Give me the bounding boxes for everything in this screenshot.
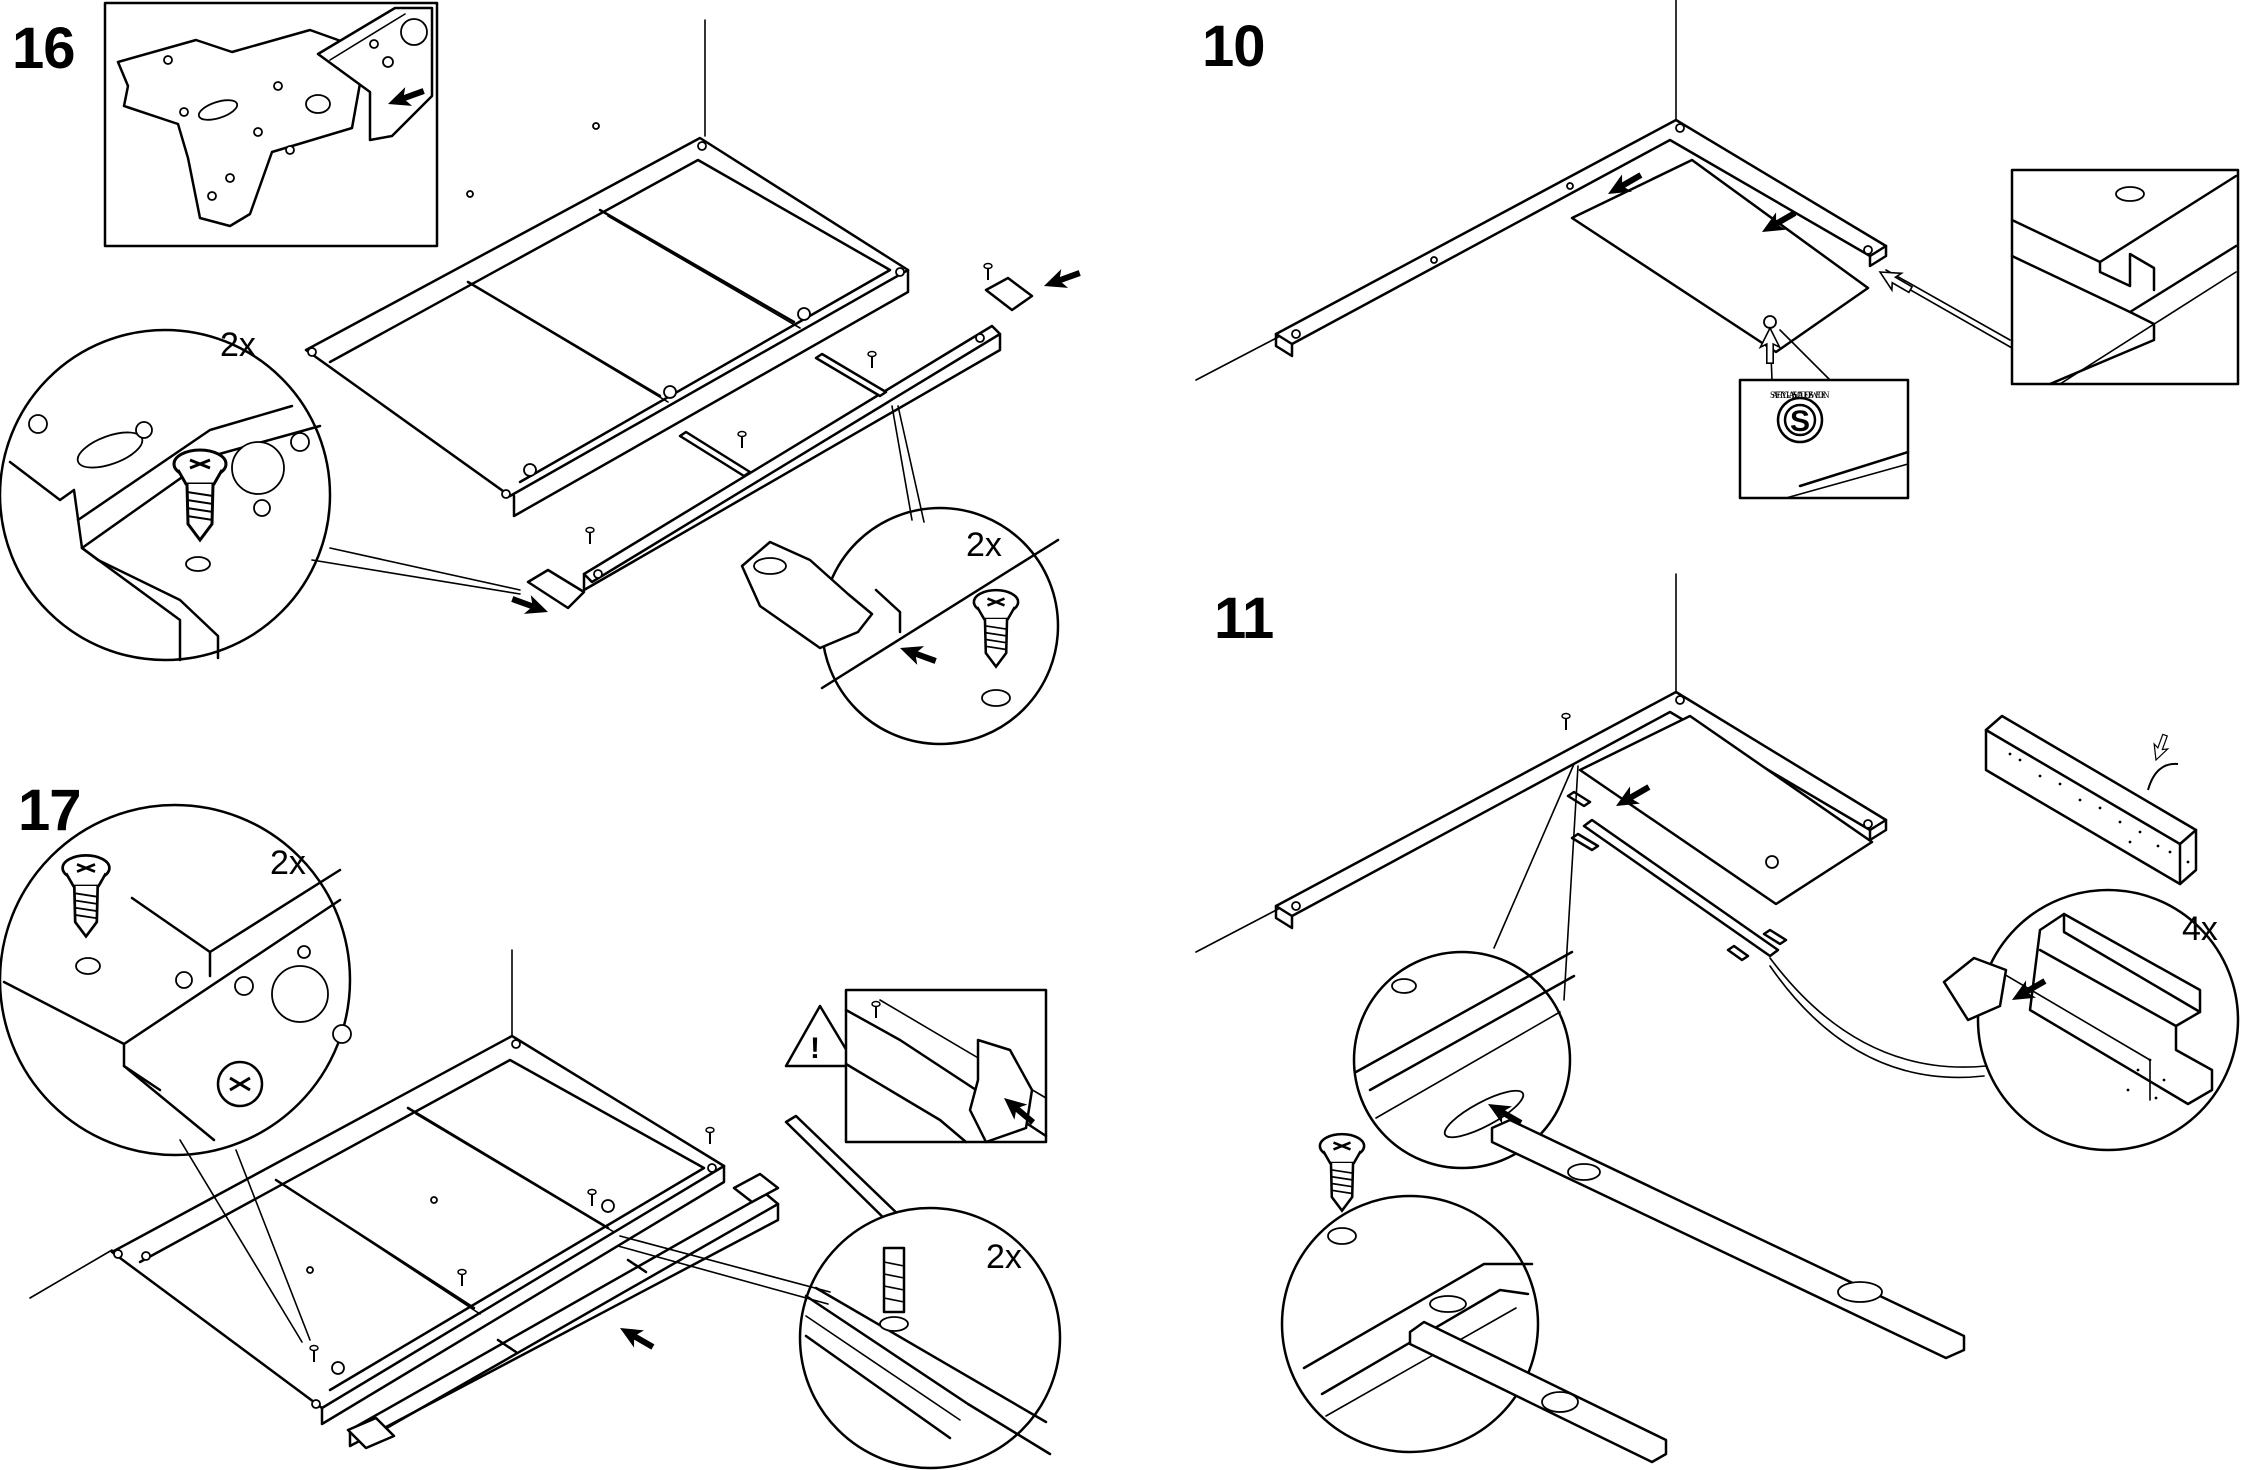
quantity-label: 4x xyxy=(2182,910,2218,948)
detail-circle-gasket-channel: 4x xyxy=(1769,888,2240,1152)
inset-bracket-detail xyxy=(103,1,439,248)
step-11: 11 xyxy=(1195,573,2240,1464)
detail-circle-slot xyxy=(1352,763,1579,1170)
hand-icon xyxy=(968,1038,1034,1144)
frame-assembly xyxy=(304,122,1084,622)
step-10: 10 S SAFETY GLA xyxy=(1195,0,2240,500)
detail-circle-screw-bracket: 2x xyxy=(0,326,521,662)
strip-detail xyxy=(1490,1118,1966,1360)
quantity-label: 2x xyxy=(966,526,1002,564)
step-17: 17 xyxy=(0,778,1062,1470)
step-number: 17 xyxy=(18,778,81,843)
safety-glass-inset: S SAFETY GLASS · MADE OF SWEDEN xyxy=(1738,327,1910,500)
detail-circle-rail-screw: 2x xyxy=(740,405,1060,746)
quantity-label: 2x xyxy=(986,1238,1022,1276)
glass-panel xyxy=(1570,158,1870,354)
warning-section: ! xyxy=(784,988,1048,1144)
channel-profile-inset xyxy=(1874,168,2240,386)
rail-frame xyxy=(1274,690,1888,962)
rail-frame xyxy=(1274,118,1888,358)
safety-glass-letter: S xyxy=(1790,405,1810,438)
quantity-label: 2x xyxy=(220,326,256,364)
step-16: 16 xyxy=(0,1,1084,746)
warning-mark: ! xyxy=(810,1032,820,1065)
warning-triangle-icon xyxy=(784,1004,858,1068)
frame-assembly xyxy=(110,1034,780,1450)
detail-circle-corner-screw: 2x xyxy=(0,803,352,1343)
step-number: 10 xyxy=(1202,14,1265,79)
step-number: 11 xyxy=(1214,586,1273,651)
safety-glass-ring-text: SAFETY GLASS · MADE OF SWEDEN xyxy=(1770,390,1830,400)
detail-circle-allen-key: 2x xyxy=(617,1206,1062,1470)
step-number: 16 xyxy=(12,16,75,81)
gasket-strip xyxy=(1984,714,2198,886)
quantity-label: 2x xyxy=(270,844,306,882)
detail-circle-screw-strip xyxy=(1280,1132,1668,1464)
